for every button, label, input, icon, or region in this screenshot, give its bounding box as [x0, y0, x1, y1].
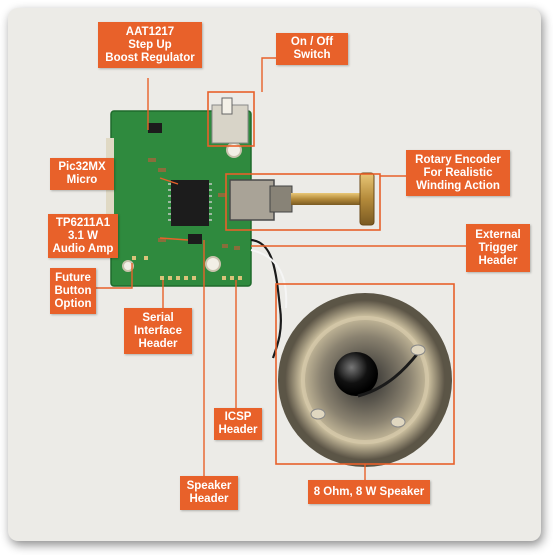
label-on-off-switch: On / Off Switch — [276, 33, 348, 65]
encoder-body — [229, 179, 275, 221]
label-speaker: 8 Ohm, 8 W Speaker — [308, 480, 430, 504]
mounting-hole — [226, 142, 242, 158]
switch-knob — [221, 97, 233, 115]
leader-tp6211 — [159, 237, 189, 241]
speaker-lead — [357, 352, 420, 398]
leader-on-off — [261, 57, 276, 92]
mounting-hole — [205, 256, 221, 272]
label-speaker-header: Speaker Header — [180, 476, 238, 510]
label-external-trigger: External Trigger Header — [466, 224, 530, 272]
encoder-highlight — [225, 173, 381, 231]
leader-pic32 — [159, 177, 179, 185]
encoder-bushing — [269, 185, 293, 213]
winding-key — [359, 172, 375, 226]
trigger-wire-white — [250, 249, 288, 309]
speaker-dome — [334, 352, 378, 396]
label-rotary-encoder: Rotary Encoder For Realistic Winding Act… — [406, 150, 510, 196]
label-icsp-header: ICSP Header — [214, 408, 262, 440]
speaker-tab — [410, 344, 426, 356]
label-serial-interface: Serial Interface Header — [124, 308, 192, 354]
encoder-shaft — [291, 193, 363, 205]
regulator-chip — [148, 123, 162, 133]
mounting-hole — [122, 260, 134, 272]
pic32-chip — [171, 180, 209, 226]
label-tp6211a1: TP6211A1 3.1 W Audio Amp — [48, 214, 118, 258]
leader-future — [96, 263, 133, 289]
speaker-tab — [390, 416, 406, 428]
trigger-wire — [250, 238, 282, 359]
label-pic32mx: Pic32MX Micro — [50, 158, 114, 190]
amp-chip — [188, 234, 202, 244]
device-photo — [96, 57, 466, 480]
label-aat1217: AAT1217 Step Up Boost Regulator — [98, 22, 202, 68]
speaker-tab — [310, 408, 326, 420]
label-future-button: Future Button Option — [50, 268, 96, 314]
switch-highlight — [207, 91, 255, 147]
diagram-frame: AAT1217 Step Up Boost Regulator On / Off… — [8, 8, 541, 541]
